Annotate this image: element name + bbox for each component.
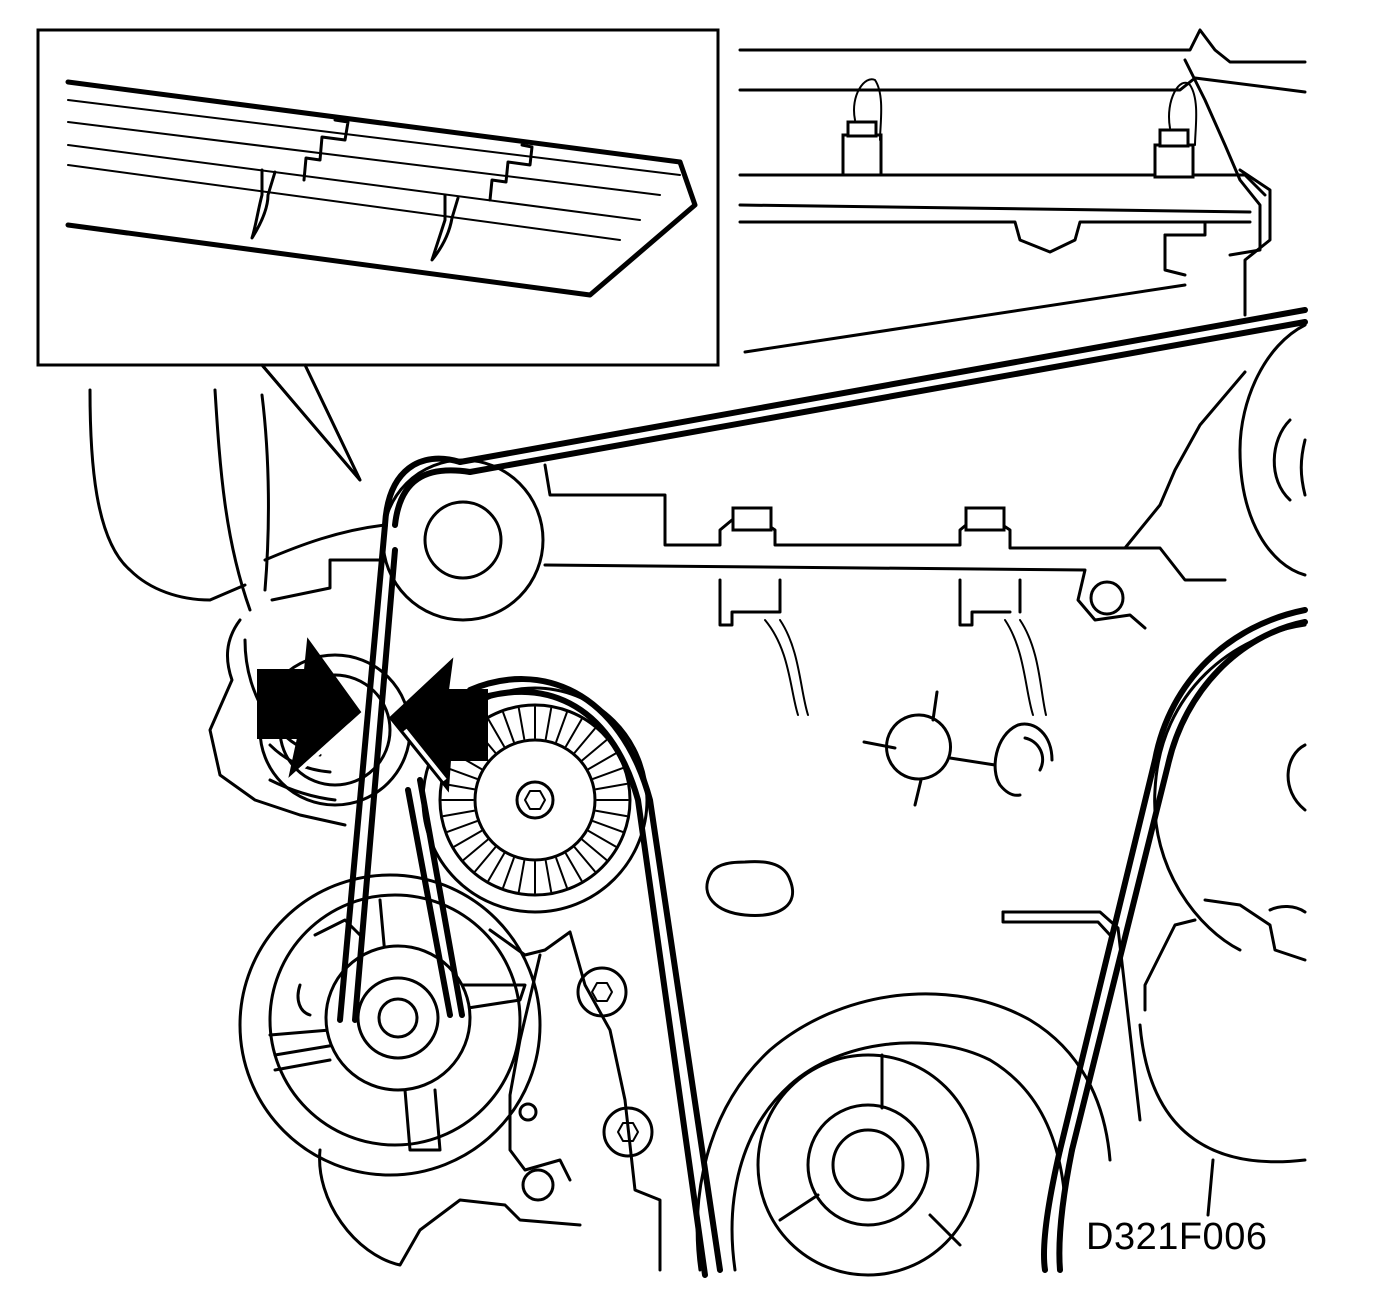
right-side-pulleys (1138, 323, 1307, 1217)
drive-belt (337, 307, 1308, 1278)
pulley-rib (555, 711, 568, 743)
pulley-rib (573, 727, 596, 754)
pulley-rib (453, 830, 483, 848)
pulley-rib (595, 782, 628, 791)
pulley-rib (592, 820, 624, 833)
lower-bracket (318, 928, 662, 1272)
pulley-rib (487, 718, 505, 748)
compressor-bracket (1001, 910, 1142, 1122)
pulley-rib (502, 711, 515, 743)
pulley-rib (502, 857, 515, 889)
pulley-rib (446, 820, 478, 833)
pulley-rib (446, 767, 478, 780)
pulley-rib (581, 739, 608, 762)
marker-arrows (257, 637, 488, 793)
pulley-rib (462, 838, 489, 861)
pulley-rib (581, 838, 608, 861)
detail-inset (36, 28, 720, 482)
pulley-rib (573, 846, 596, 873)
tensioner-pulley (238, 873, 542, 1177)
generator-pulley (421, 686, 649, 914)
pulley-rib (587, 830, 617, 848)
pulley-rib (517, 860, 526, 893)
figure-code: D321F006 (1086, 1216, 1268, 1258)
arrow-left-icon (388, 657, 488, 793)
pulley-rib (595, 809, 628, 818)
cylinder-head (738, 28, 1307, 354)
pulley-rib (544, 707, 553, 740)
arrow-right-icon (257, 637, 362, 778)
pulley-rib (517, 707, 526, 740)
pulley-rib (474, 846, 497, 873)
pulley-rib (555, 857, 568, 889)
pulley-rib (442, 809, 475, 818)
pulley-rib (565, 718, 583, 748)
engine-front-cover (543, 370, 1247, 917)
pulley-rib (587, 752, 617, 770)
pulley-rib (592, 767, 624, 780)
pulley-rib (544, 860, 553, 893)
pulley-rib (565, 852, 583, 882)
pulley-rib (487, 852, 505, 882)
idler-pulley (381, 458, 545, 622)
